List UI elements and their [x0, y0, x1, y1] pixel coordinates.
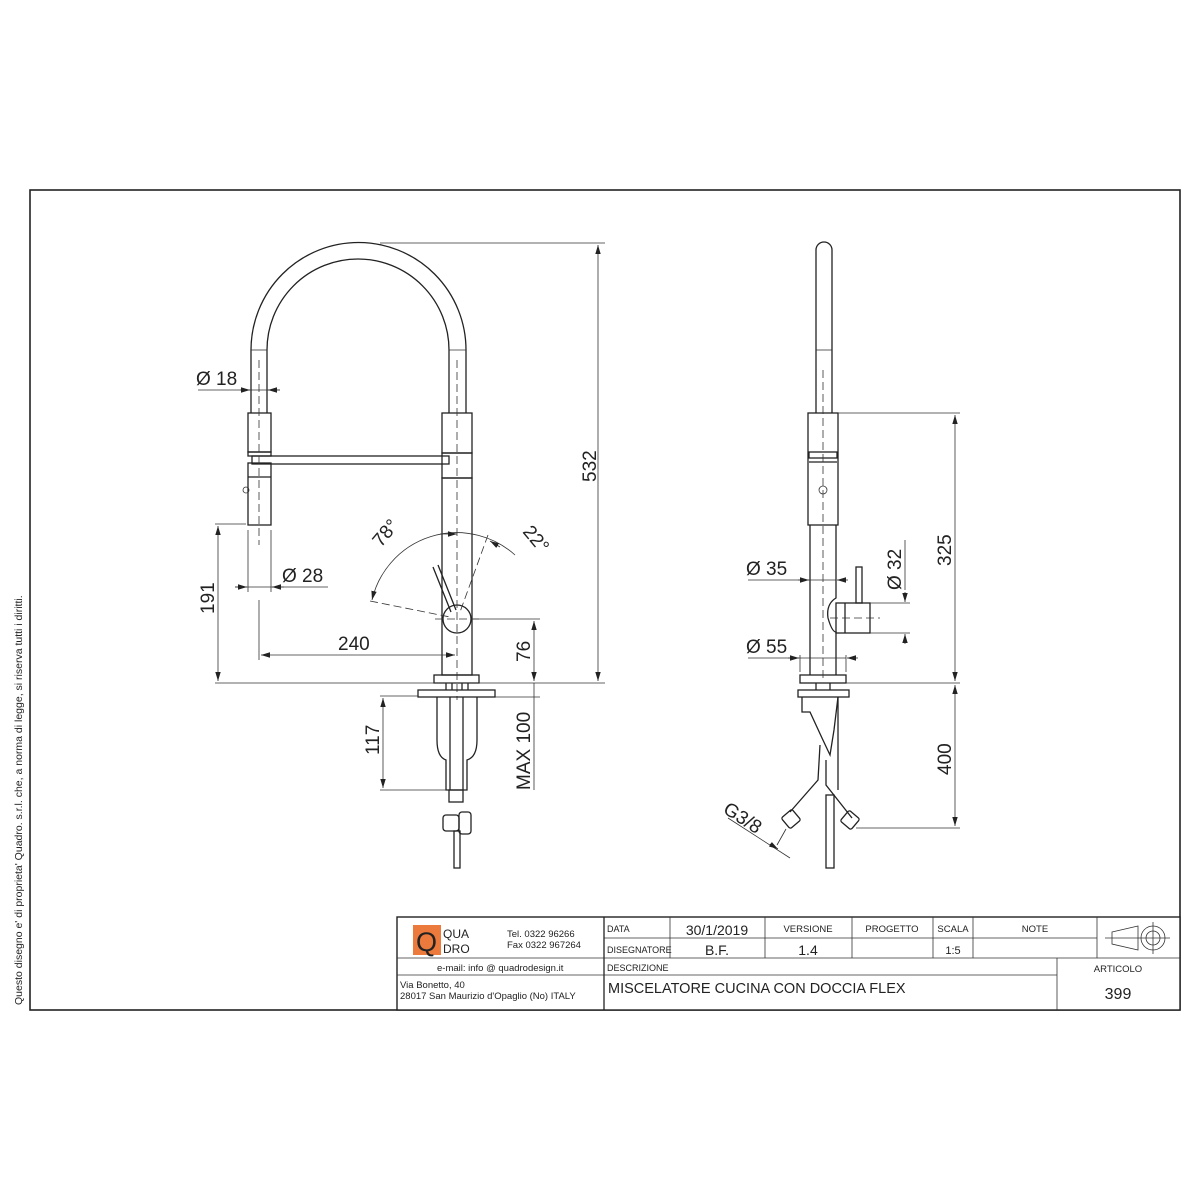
angle-78-label: 78°	[369, 516, 404, 552]
data-value: 30/1/2019	[686, 922, 748, 938]
dim-g38: G3/8	[719, 799, 765, 839]
svg-text:Q: Q	[416, 927, 437, 957]
quadro-logo: Q QUA DRO	[413, 925, 470, 957]
descrizione-label: DESCRIZIONE	[607, 963, 669, 973]
email: e-mail: info @ quadrodesign.it	[437, 963, 564, 974]
articolo-label: ARTICOLO	[1094, 964, 1142, 975]
dim-dia-32: Ø 32	[885, 549, 906, 590]
fax: Fax 0322 967264	[507, 940, 581, 951]
disegnatore-label: DISEGNATORE	[607, 945, 672, 955]
svg-text:QUA: QUA	[443, 927, 469, 941]
copyright-note: Questo disegno e' di proprieta' Quadro. …	[13, 595, 25, 1005]
front-view: 78° 22° 532 Ø 18 191 Ø 28 240	[196, 241, 605, 869]
phone: Tel. 0322 96266	[507, 929, 575, 940]
dim-532: 532	[580, 450, 601, 482]
dim-dia-18: Ø 18	[196, 369, 237, 390]
dim-240: 240	[338, 634, 370, 655]
address-line-1: Via Bonetto, 40	[400, 980, 465, 991]
dim-76: 76	[514, 641, 535, 662]
angle-22-label: 22°	[518, 522, 553, 558]
disegnatore-value: B.F.	[705, 942, 729, 958]
svg-text:DRO: DRO	[443, 942, 470, 956]
dim-max-100: MAX 100	[514, 712, 535, 790]
dim-dia-55: Ø 55	[746, 637, 787, 658]
versione-value: 1.4	[798, 942, 818, 958]
dim-325: 325	[935, 534, 956, 566]
data-label: DATA	[607, 924, 630, 934]
note-label: NOTE	[1022, 924, 1048, 935]
title-block: Q QUA DRO Tel. 0322 96266 Fax 0322 96726…	[396, 916, 1181, 1011]
progetto-label: PROGETTO	[865, 924, 918, 935]
articolo-value: 399	[1105, 986, 1132, 1003]
dim-dia-35: Ø 35	[746, 559, 787, 580]
projection-symbol-icon	[1105, 922, 1170, 954]
dim-dia-28: Ø 28	[282, 566, 323, 587]
dim-191: 191	[198, 582, 219, 614]
dim-117: 117	[363, 725, 384, 755]
side-view: 325 400 Ø 35 Ø 55 Ø 32 G3/8	[719, 241, 960, 869]
scala-label: SCALA	[937, 924, 969, 935]
versione-label: VERSIONE	[783, 924, 832, 935]
descrizione-value: MISCELATORE CUCINA CON DOCCIA FLEX	[608, 981, 906, 997]
scala-value: 1:5	[945, 945, 960, 957]
address-line-2: 28017 San Maurizio d'Opaglio (No) ITALY	[400, 991, 576, 1002]
dim-400: 400	[935, 743, 956, 775]
